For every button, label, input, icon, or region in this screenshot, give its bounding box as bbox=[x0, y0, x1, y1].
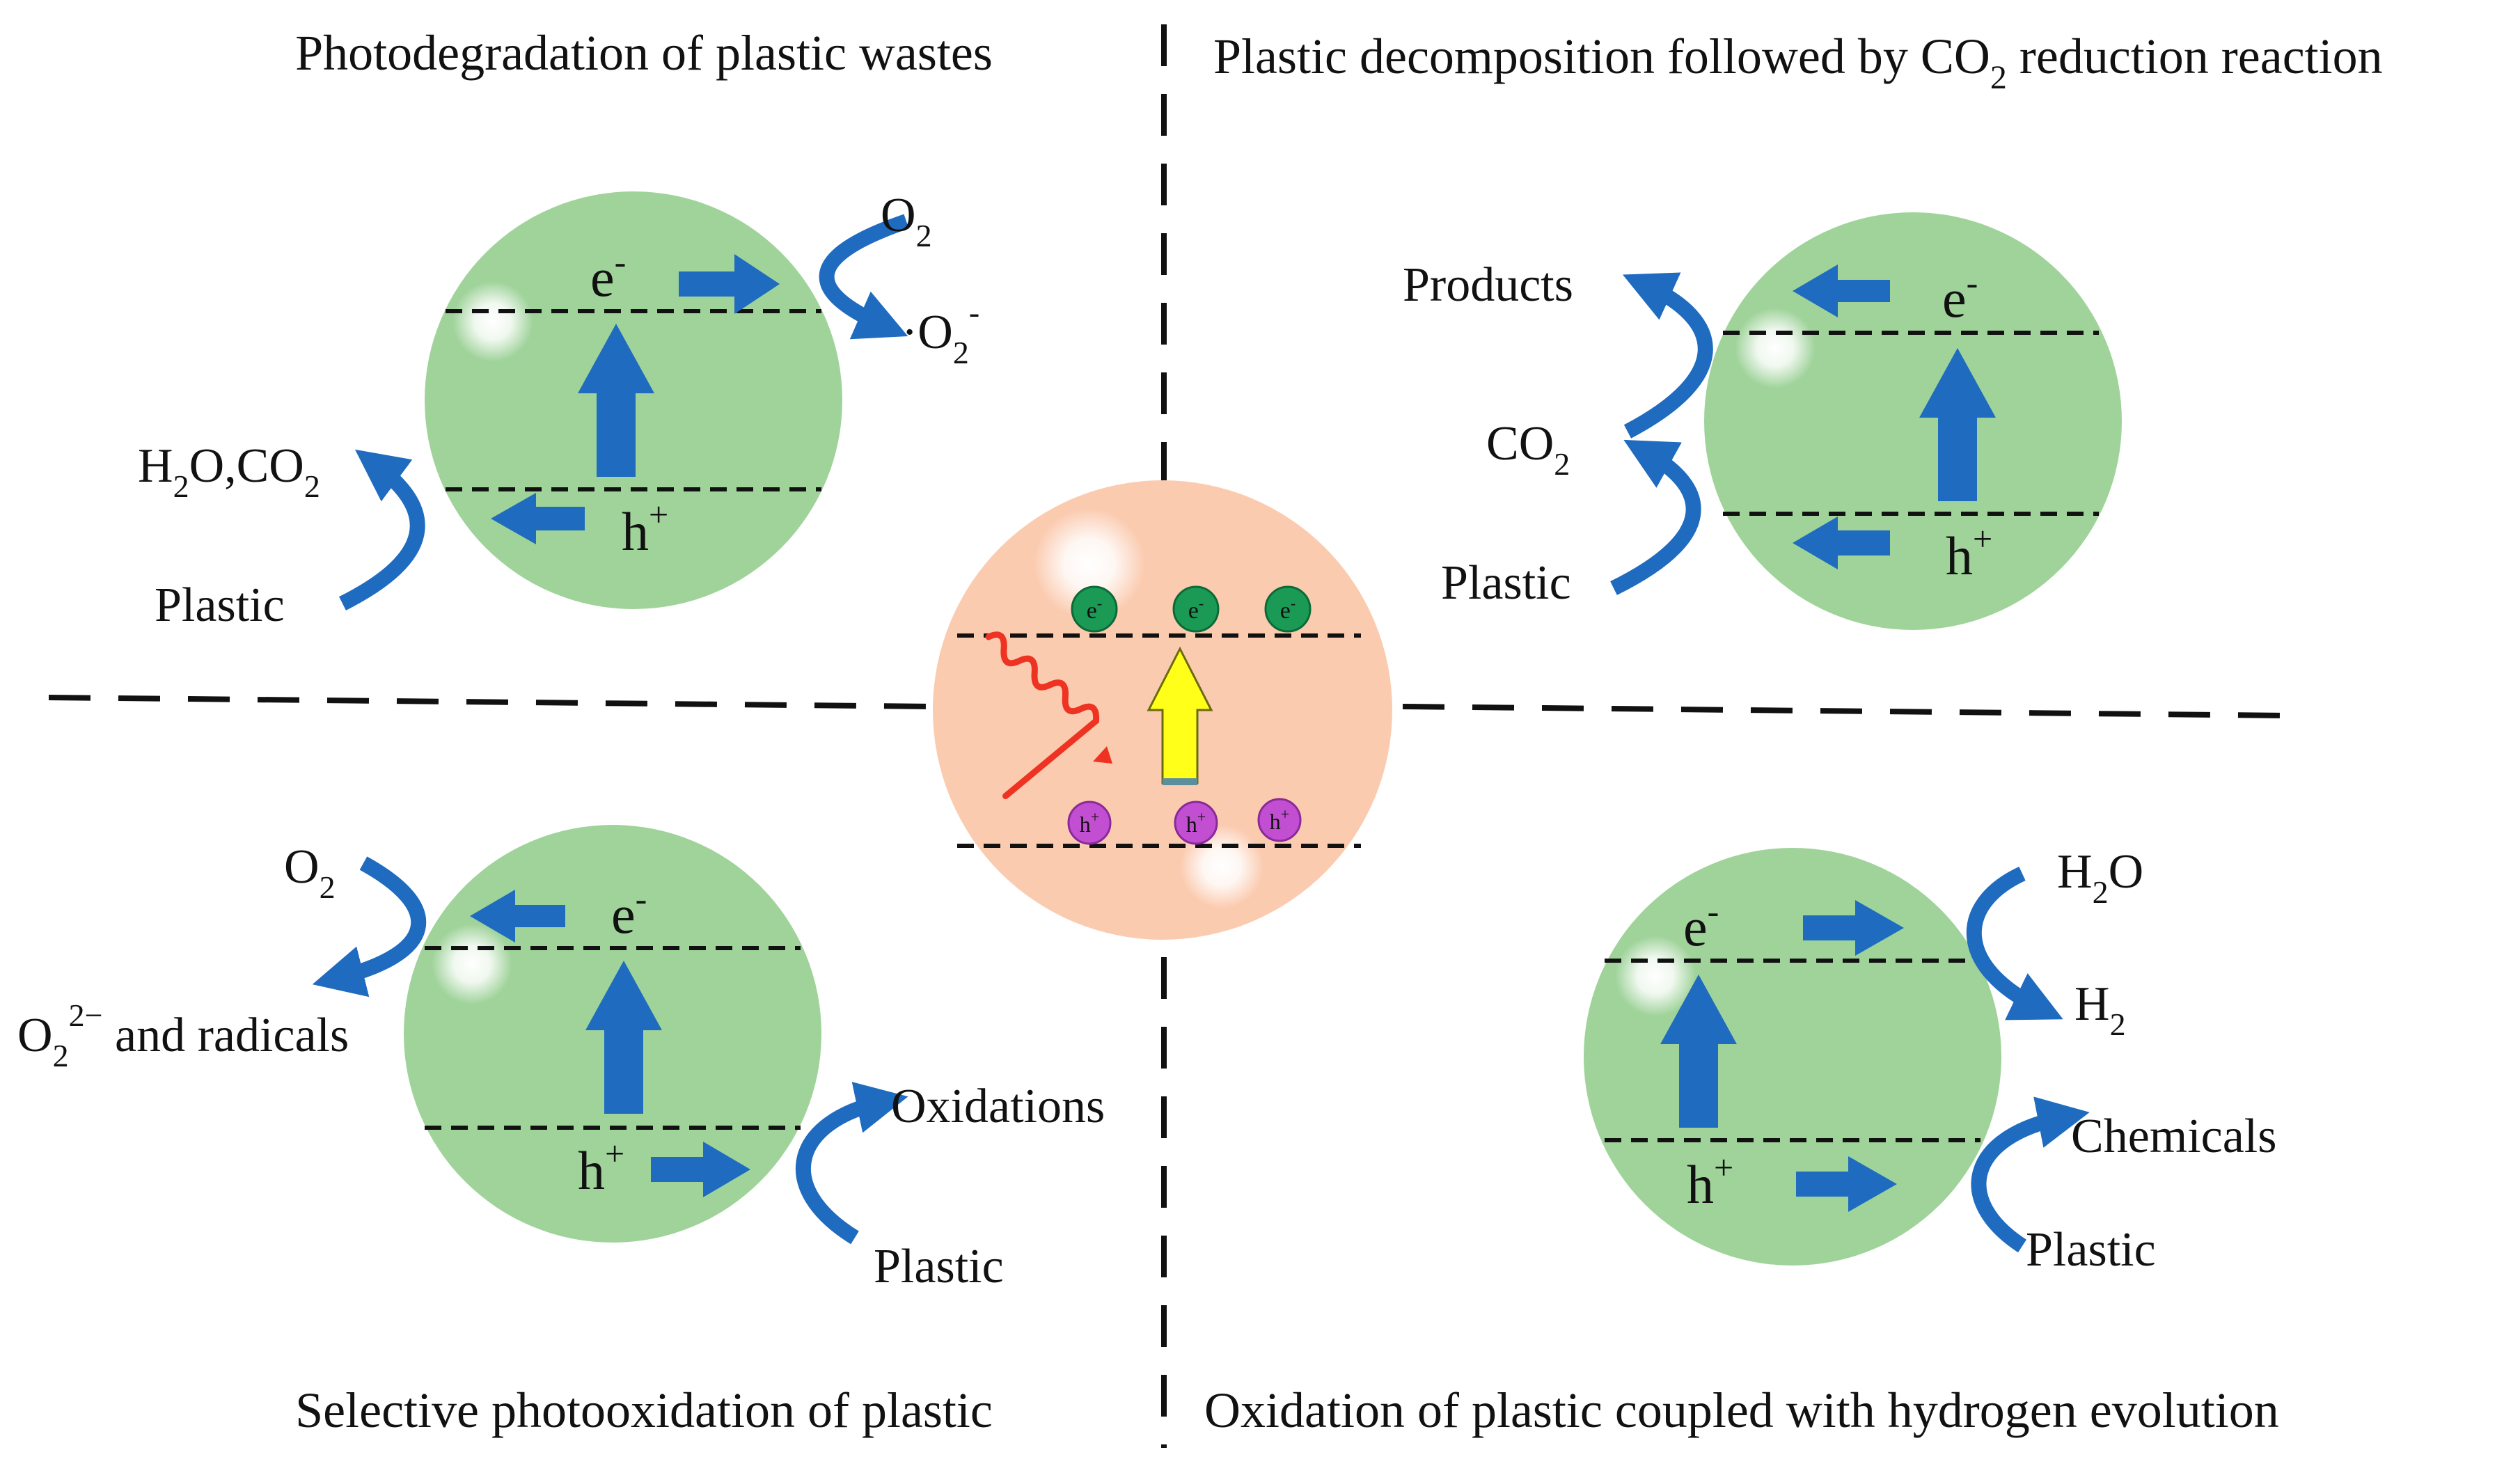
oxygen-reduction-curved-arrow bbox=[819, 214, 909, 340]
panel-co2-reduction: Plastic decomposition followed by CO2 re… bbox=[1213, 29, 2383, 630]
electron-transfer-arrow-left bbox=[470, 890, 565, 943]
horizontal-divider-right bbox=[1402, 704, 2291, 718]
excitation-arrow-up bbox=[1919, 348, 1996, 501]
oxygen-label: O2 bbox=[881, 189, 932, 253]
plastic-decomposition-curved-arrow bbox=[1610, 439, 1701, 595]
glare-highlight bbox=[1034, 508, 1145, 620]
horizontal-divider-left bbox=[48, 695, 934, 709]
co2-reduction-curved-arrow bbox=[1622, 272, 1713, 439]
co2-label: CO2 bbox=[1486, 417, 1570, 482]
hole-label: h+ bbox=[622, 495, 668, 562]
hole-transfer-arrow-left bbox=[1793, 517, 1890, 569]
glare-highlight bbox=[1735, 308, 1816, 388]
glare-highlight bbox=[452, 281, 533, 362]
oxygen-reduction-curved-arrow bbox=[312, 856, 427, 998]
light-wave-arrowhead bbox=[1093, 746, 1112, 764]
electron-transfer-arrow-left bbox=[1793, 265, 1890, 317]
photocatalyst-particle bbox=[1704, 212, 2122, 630]
electron-label: e- bbox=[611, 879, 647, 945]
plastic-oxidation-curved-arrow bbox=[796, 1082, 908, 1245]
electron-transfer-arrow-right bbox=[1803, 900, 1904, 956]
electron-transfer-arrow-right bbox=[679, 254, 780, 314]
hole-particle: h+ bbox=[1067, 801, 1112, 845]
hole-label: h+ bbox=[1687, 1148, 1733, 1215]
electron-label: e- bbox=[590, 242, 626, 308]
panel-title: Selective photooxidation of plastic bbox=[295, 1382, 993, 1438]
plastic-degradation-curved-arrow bbox=[339, 449, 425, 610]
plastic-oxidation-curved-arrow bbox=[1971, 1096, 2090, 1253]
hole-particle: h+ bbox=[1257, 798, 1302, 842]
quadrant-dividers bbox=[48, 24, 2291, 1448]
light-wave-icon bbox=[985, 631, 1100, 800]
hole-transfer-arrow-right bbox=[1796, 1156, 1897, 1212]
svg-text:e-: e- bbox=[1188, 594, 1204, 624]
excitation-arrow-up bbox=[585, 961, 662, 1114]
glare-highlight bbox=[1615, 936, 1696, 1016]
panel-title: Oxidation of plastic coupled with hydrog… bbox=[1204, 1382, 2279, 1438]
electron-label: e- bbox=[1683, 892, 1719, 957]
electron-particle: e- bbox=[1172, 585, 1220, 633]
plastic-label: Plastic bbox=[1441, 556, 1571, 610]
hydrogen-label: H2 bbox=[2074, 977, 2126, 1042]
electron-particle: e- bbox=[1071, 585, 1118, 633]
panel-selective-photooxidation: Selective photooxidation of plastic e- h… bbox=[17, 825, 1105, 1438]
center-photocatalyst: e- e- e- h+ h+ h+ bbox=[933, 480, 1392, 940]
electron-label: e- bbox=[1942, 263, 1978, 329]
electron-row: e- e- e- bbox=[1071, 585, 1312, 633]
panel-title: Plastic decomposition followed by CO2 re… bbox=[1213, 29, 2383, 96]
electron-particle: e- bbox=[1264, 585, 1312, 633]
excitation-arrow-yellow bbox=[1147, 646, 1213, 785]
peroxide-radicals-label: O22− and radicals bbox=[17, 998, 349, 1073]
excitation-arrow-base bbox=[1163, 778, 1197, 785]
panel-hydrogen-evolution: Oxidation of plastic coupled with hydrog… bbox=[1204, 845, 2279, 1438]
excitation-arrow-up bbox=[1660, 975, 1737, 1128]
glare-highlight bbox=[432, 924, 512, 1004]
hole-row: h+ h+ h+ bbox=[1067, 798, 1302, 845]
hydrogen-evolution-curved-arrow bbox=[1966, 867, 2063, 1020]
plastic-label: Plastic bbox=[2026, 1223, 2156, 1277]
hole-transfer-arrow-left bbox=[491, 493, 585, 544]
hole-label: h+ bbox=[578, 1134, 624, 1201]
water-label: H2O bbox=[2057, 845, 2143, 910]
panel-photodegradation: Photodegradation of plastic wastes e- h+… bbox=[138, 25, 993, 632]
hole-label: h+ bbox=[1946, 519, 1992, 586]
water-co2-label: H2O,CO2 bbox=[138, 439, 320, 504]
photocatalyst-particle bbox=[1584, 848, 2001, 1266]
chemicals-label: Chemicals bbox=[2071, 1110, 2276, 1163]
panel-title: Photodegradation of plastic wastes bbox=[295, 25, 993, 81]
plastic-label: Plastic bbox=[874, 1240, 1004, 1293]
excitation-arrow-up bbox=[578, 324, 654, 477]
oxidations-label: Oxidations bbox=[891, 1080, 1105, 1133]
hole-particle: h+ bbox=[1174, 801, 1218, 845]
svg-text:h+: h+ bbox=[1186, 808, 1206, 837]
svg-text:e-: e- bbox=[1280, 594, 1296, 624]
svg-text:e-: e- bbox=[1087, 594, 1102, 624]
hole-transfer-arrow-right bbox=[651, 1142, 750, 1197]
plastic-label: Plastic bbox=[155, 578, 285, 632]
svg-text:h+: h+ bbox=[1080, 808, 1099, 837]
svg-text:h+: h+ bbox=[1270, 805, 1289, 834]
oxygen-label: O2 bbox=[284, 840, 336, 905]
superoxide-label: ·O2- bbox=[901, 294, 979, 370]
products-label: Products bbox=[1403, 258, 1573, 312]
